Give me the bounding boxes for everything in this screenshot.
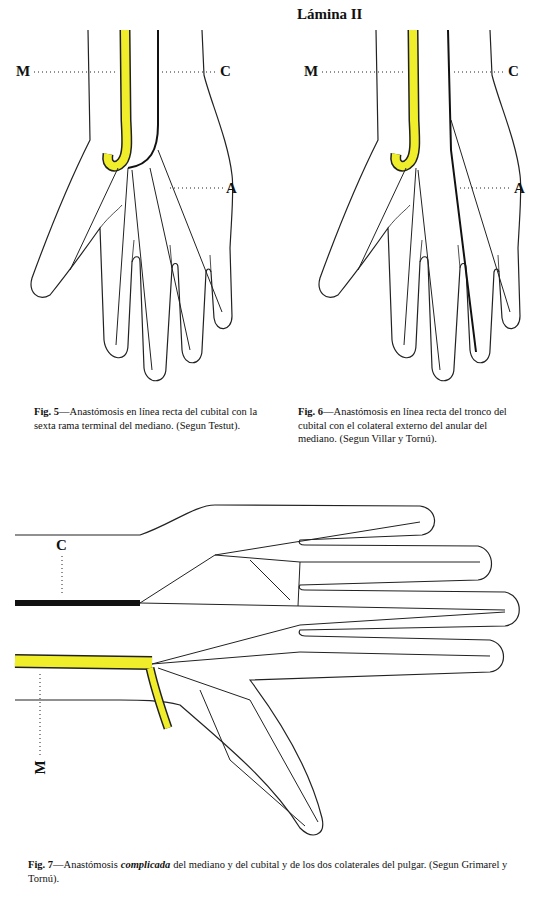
reference-letter: A (226, 181, 237, 196)
caption-text: —Anastómosis en línea recta del tronco d… (298, 406, 507, 444)
reference-letter: M (33, 760, 48, 774)
hand-fig7 (15, 505, 519, 835)
reference-letter: C (56, 538, 67, 553)
hand-fig6 (319, 30, 521, 381)
figure-number: Fig. 5 (34, 406, 59, 417)
figure-number: Fig. 7 (28, 859, 53, 870)
plate-title: Lámina II (297, 6, 362, 23)
caption-text: —Anastómosis en línea recta del cubital … (34, 406, 257, 431)
reference-letter: C (508, 64, 519, 79)
reference-letter: M (16, 64, 30, 79)
figure-caption: Fig. 5—Anastómosis en línea recta del cu… (34, 405, 276, 432)
figure-caption: Fig. 7—Anastómosiscomplicadadel mediano … (28, 858, 528, 885)
reference-letter: M (304, 64, 318, 79)
hand-fig5 (31, 30, 233, 381)
reference-letter: A (514, 181, 525, 196)
reference-letter: C (220, 64, 231, 79)
caption-text: —Anastómosis (53, 859, 118, 870)
figure-number: Fig. 6 (298, 406, 323, 417)
figure-caption: Fig. 6—Anastómosis en línea recta del tr… (298, 405, 526, 446)
caption-emphasis: complicada (121, 859, 171, 870)
